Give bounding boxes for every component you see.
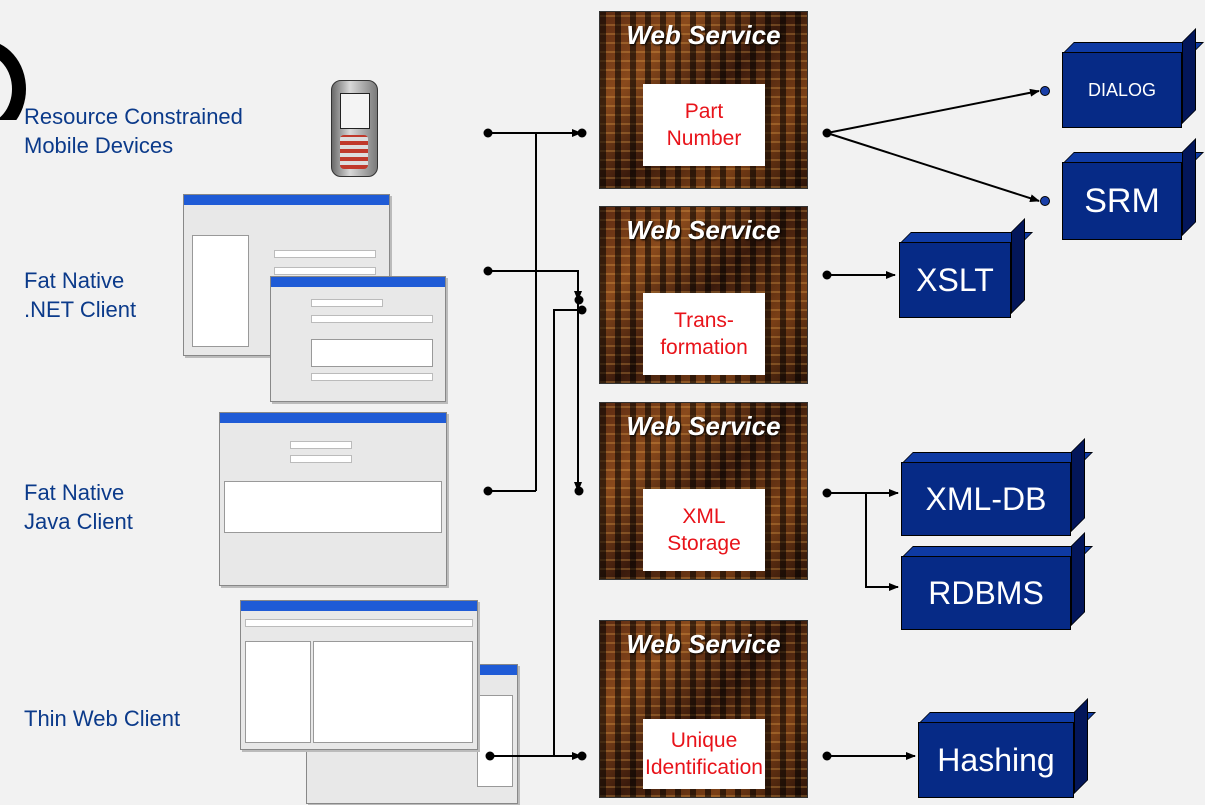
web-service-title: Web Service — [626, 411, 781, 441]
web-service-title: Web Service — [626, 629, 781, 659]
backend-hashing: Hashing — [918, 698, 1096, 798]
client-label-dotnet: Fat Native.NET Client — [24, 268, 137, 322]
service-name-label: Trans-formation — [643, 293, 765, 375]
mobile-phone-image — [331, 80, 378, 177]
backend-srm: SRM — [1062, 138, 1204, 240]
backend-rdbms: RDBMS — [901, 532, 1093, 630]
slide-title-fragment — [0, 40, 30, 120]
web-service-title: Web Service — [626, 215, 781, 245]
backend-xslt: XSLT — [899, 218, 1033, 318]
java-client-screenshot — [219, 412, 447, 586]
backend-label: Hashing — [937, 741, 1055, 778]
backend-label: XSLT — [916, 261, 994, 298]
web-service-title: Web Service — [626, 20, 781, 50]
backend-label: XML-DB — [925, 480, 1047, 517]
backend-xml-db: XML-DB — [901, 438, 1093, 536]
backend-label: RDBMS — [928, 574, 1044, 611]
dotnet-client-screenshot-front — [270, 276, 446, 402]
backend-dialog: DIALOG — [1062, 28, 1204, 128]
web-client-screenshot-front — [240, 600, 478, 750]
backend-label: SRM — [1084, 181, 1160, 220]
web-service-transformation: Web Service Trans-formation — [599, 206, 808, 384]
backend-label: DIALOG — [1087, 79, 1157, 100]
client-label-web: Thin Web Client — [24, 706, 181, 731]
